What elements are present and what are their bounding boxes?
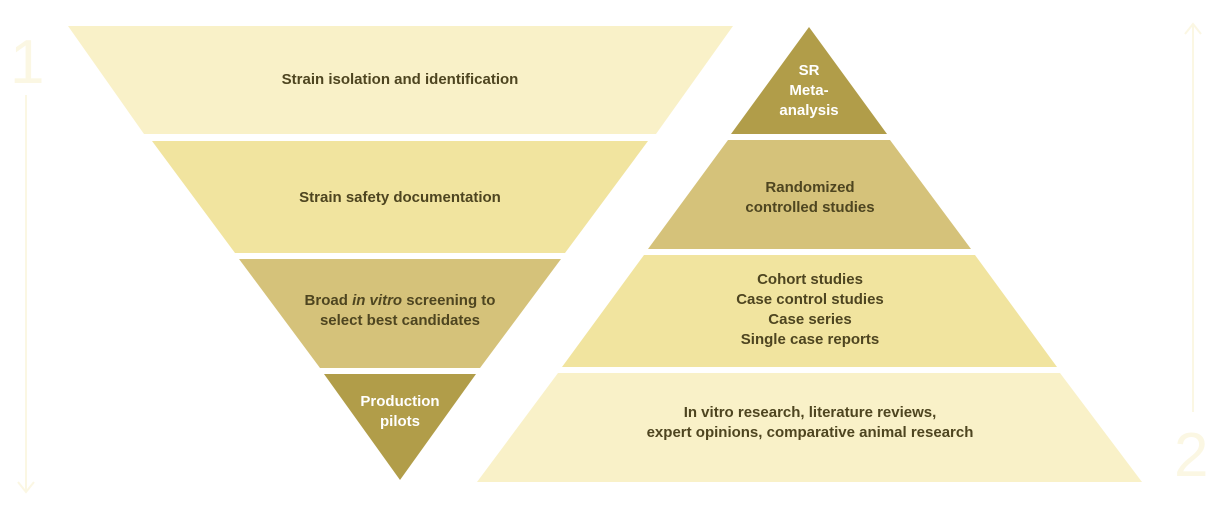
up-arrow-icon bbox=[1184, 22, 1202, 412]
funnel-level-3 bbox=[239, 259, 561, 368]
funnel-level-1 bbox=[68, 26, 733, 134]
funnel-label-2: Strain safety documentation bbox=[299, 189, 501, 206]
pyramid-level-4 bbox=[477, 373, 1142, 482]
pyramid-level-2 bbox=[648, 140, 971, 249]
funnel-label-3: Broad in vitro screening to select best … bbox=[304, 292, 496, 329]
pyramid-label-4: In vitro research, literature reviews, e… bbox=[646, 404, 974, 441]
funnel-label-1: Strain isolation and identification bbox=[281, 71, 519, 88]
pyramid-level-3 bbox=[562, 255, 1057, 367]
down-arrow-icon bbox=[17, 95, 35, 494]
funnel-level-4 bbox=[324, 374, 476, 480]
funnel-label-4: Production pilots bbox=[360, 393, 440, 430]
step-number-1: 1 bbox=[10, 28, 45, 97]
pyramid-level-1 bbox=[731, 27, 887, 134]
pyramid-label-1: SR Meta- analysis bbox=[779, 62, 839, 119]
funnel-level-2 bbox=[152, 141, 648, 253]
pyramid-label-3: Cohort studies Case control studies Case… bbox=[736, 271, 884, 348]
step-number-2: 2 bbox=[1174, 421, 1209, 490]
pyramid-label-2: Randomized controlled studies bbox=[745, 179, 875, 216]
